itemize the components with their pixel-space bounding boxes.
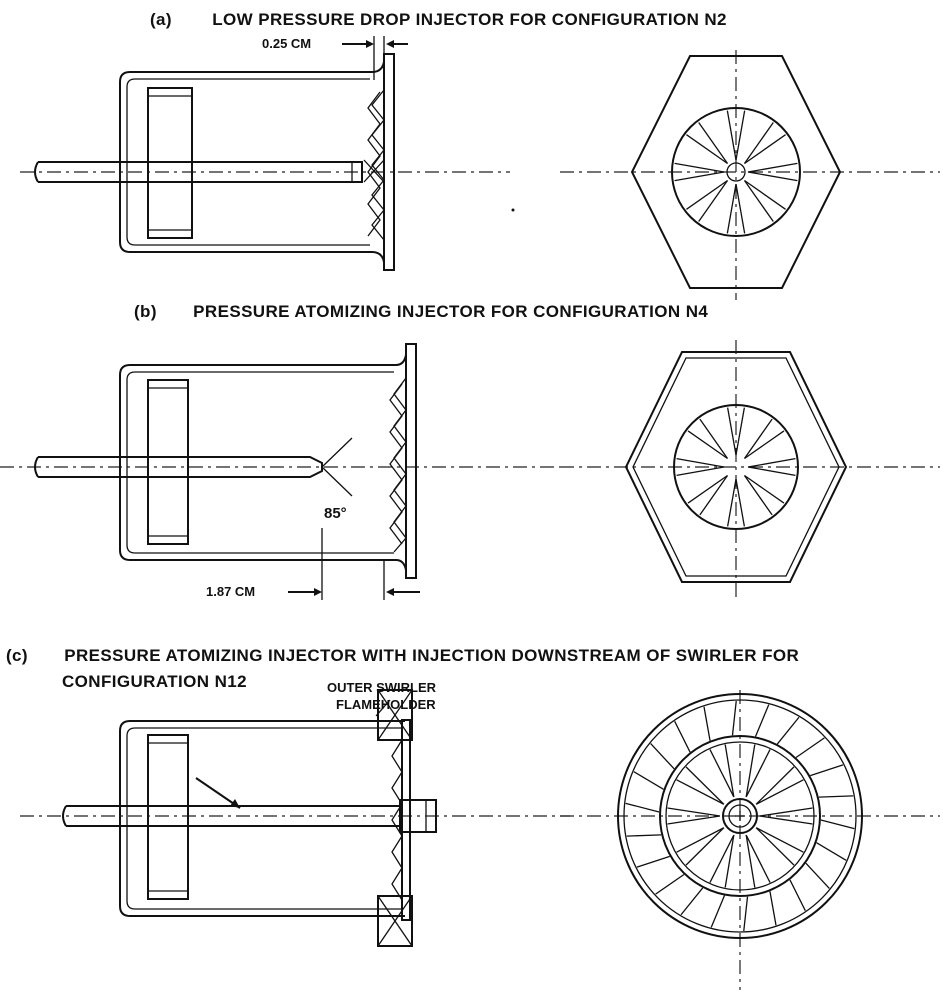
swirler-vane bbox=[709, 834, 735, 883]
swirler-vane bbox=[759, 815, 813, 825]
swirler-vane bbox=[687, 430, 728, 460]
outer-swirler-spoke bbox=[636, 855, 670, 868]
outer-swirler-spoke bbox=[816, 842, 847, 861]
outer-swirler-spoke bbox=[754, 704, 770, 737]
outer-swirler-spoke bbox=[633, 771, 664, 790]
caption-a: (a) LOW PRESSURE DROP INJECTOR FOR CONFI… bbox=[150, 10, 727, 30]
swirler-vane bbox=[676, 827, 725, 853]
swirler-vane bbox=[687, 474, 728, 504]
swirler-vane bbox=[747, 162, 798, 173]
swirler-vane bbox=[685, 766, 725, 805]
caption-b-text: PRESSURE ATOMIZING INJECTOR FOR CONFIGUR… bbox=[193, 302, 709, 321]
swirler-vane bbox=[745, 744, 756, 798]
swirler-vane bbox=[735, 183, 746, 234]
caption-c: (c) PRESSURE ATOMIZING INJECTOR WITH INJ… bbox=[6, 646, 799, 666]
swirler-vane bbox=[674, 171, 725, 182]
injector-c-side-view: OUTER SWIRLER FLAMEHOLDER bbox=[20, 680, 570, 947]
caption-c-letter: (c) bbox=[6, 646, 28, 665]
swirler-vane bbox=[686, 179, 728, 210]
swirler-vane bbox=[667, 815, 721, 825]
swirler-vane bbox=[743, 122, 774, 164]
swirler-vane bbox=[699, 475, 729, 516]
swirler-vane bbox=[735, 110, 746, 161]
injector-a-end-view bbox=[560, 50, 940, 300]
swirler-vane bbox=[726, 478, 737, 527]
caption-a-text: LOW PRESSURE DROP INJECTOR FOR CONFIGURA… bbox=[212, 10, 727, 29]
outer-swirler-spoke bbox=[769, 891, 777, 926]
injector-c-end-view bbox=[560, 690, 940, 990]
outer-swirler-spoke bbox=[680, 887, 704, 916]
swirler-vane bbox=[755, 766, 795, 805]
label-outer-swirler-line2: FLAMEHOLDER bbox=[336, 697, 436, 712]
dim-label-b: 1.87 CM bbox=[206, 584, 255, 599]
angle-label-b: 85° bbox=[324, 505, 347, 522]
swirler-vane bbox=[676, 457, 725, 468]
injector-a-side-view: 0.25 CM bbox=[20, 36, 515, 271]
swirler-vane bbox=[667, 807, 721, 817]
swirler-vane bbox=[698, 180, 729, 222]
outer-swirler-spoke bbox=[810, 764, 844, 777]
swirler-vane bbox=[744, 134, 786, 165]
swirler-vane bbox=[744, 179, 786, 210]
outer-swirler-spoke bbox=[805, 862, 830, 889]
outer-swirler-spoke bbox=[795, 737, 825, 759]
caption-c-line2: CONFIGURATION N12 bbox=[62, 672, 247, 692]
swirler-vane bbox=[735, 478, 746, 527]
swirler-vane bbox=[698, 122, 729, 164]
swirler-vane bbox=[676, 466, 725, 477]
swirler-vane bbox=[745, 834, 756, 888]
injector-b-side-view: 85° 1.87 CM bbox=[0, 343, 560, 600]
outer-swirler-spoke bbox=[650, 743, 675, 770]
caption-c-text-line1: PRESSURE ATOMIZING INJECTOR WITH INJECTI… bbox=[64, 646, 800, 665]
swirler-vane bbox=[724, 744, 735, 798]
swirler-vane bbox=[744, 474, 785, 504]
swirler-vane bbox=[743, 180, 774, 222]
swirler-vane bbox=[745, 834, 771, 883]
outer-swirler-spoke bbox=[776, 716, 800, 745]
swirler-vane bbox=[759, 807, 813, 817]
swirler-vane bbox=[735, 407, 746, 456]
swirler-vane bbox=[743, 418, 773, 459]
caption-a-letter: (a) bbox=[150, 10, 172, 29]
outer-swirler-spoke bbox=[625, 802, 660, 813]
swirler-vane bbox=[745, 749, 771, 798]
outer-swirler-spoke bbox=[710, 895, 726, 928]
swirler-vane bbox=[747, 466, 796, 477]
swirler-vane bbox=[747, 171, 798, 182]
swirler-vane bbox=[755, 779, 804, 805]
dim-label-a: 0.25 CM bbox=[262, 36, 311, 51]
outer-swirler-spoke bbox=[655, 873, 685, 895]
caption-c-text-line2: CONFIGURATION N12 bbox=[62, 672, 247, 691]
swirler-vane bbox=[726, 110, 737, 161]
swirler-vane bbox=[726, 407, 737, 456]
outer-swirler-spoke bbox=[674, 721, 691, 753]
swirler-vane bbox=[747, 457, 796, 468]
swirler-vane bbox=[685, 827, 725, 866]
swirler-vane bbox=[699, 418, 729, 459]
caption-b-letter: (b) bbox=[134, 302, 157, 321]
swirler-vane bbox=[709, 749, 735, 798]
injector-b-end-view bbox=[560, 340, 940, 600]
swirler-vane bbox=[686, 134, 728, 165]
outer-swirler-spoke bbox=[789, 879, 806, 911]
outer-swirler-spoke bbox=[818, 795, 854, 798]
outer-swirler-spoke bbox=[731, 700, 737, 736]
swirler-vane bbox=[743, 475, 773, 516]
outer-swirler-spoke bbox=[703, 706, 711, 741]
caption-b: (b) PRESSURE ATOMIZING INJECTOR FOR CONF… bbox=[134, 302, 708, 322]
outer-swirler-spoke bbox=[626, 834, 662, 837]
outer-swirler-spoke bbox=[820, 819, 855, 830]
swirler-vane bbox=[726, 183, 737, 234]
swirler-vane bbox=[674, 162, 725, 173]
swirler-vane bbox=[755, 827, 804, 853]
swirler-vane bbox=[744, 430, 785, 460]
label-outer-swirler-line1: OUTER SWIRLER bbox=[327, 680, 437, 695]
swirler-vane bbox=[755, 827, 795, 866]
swirler-vane bbox=[676, 779, 725, 805]
swirler-vane bbox=[724, 834, 735, 888]
outer-swirler-spoke bbox=[743, 896, 749, 932]
